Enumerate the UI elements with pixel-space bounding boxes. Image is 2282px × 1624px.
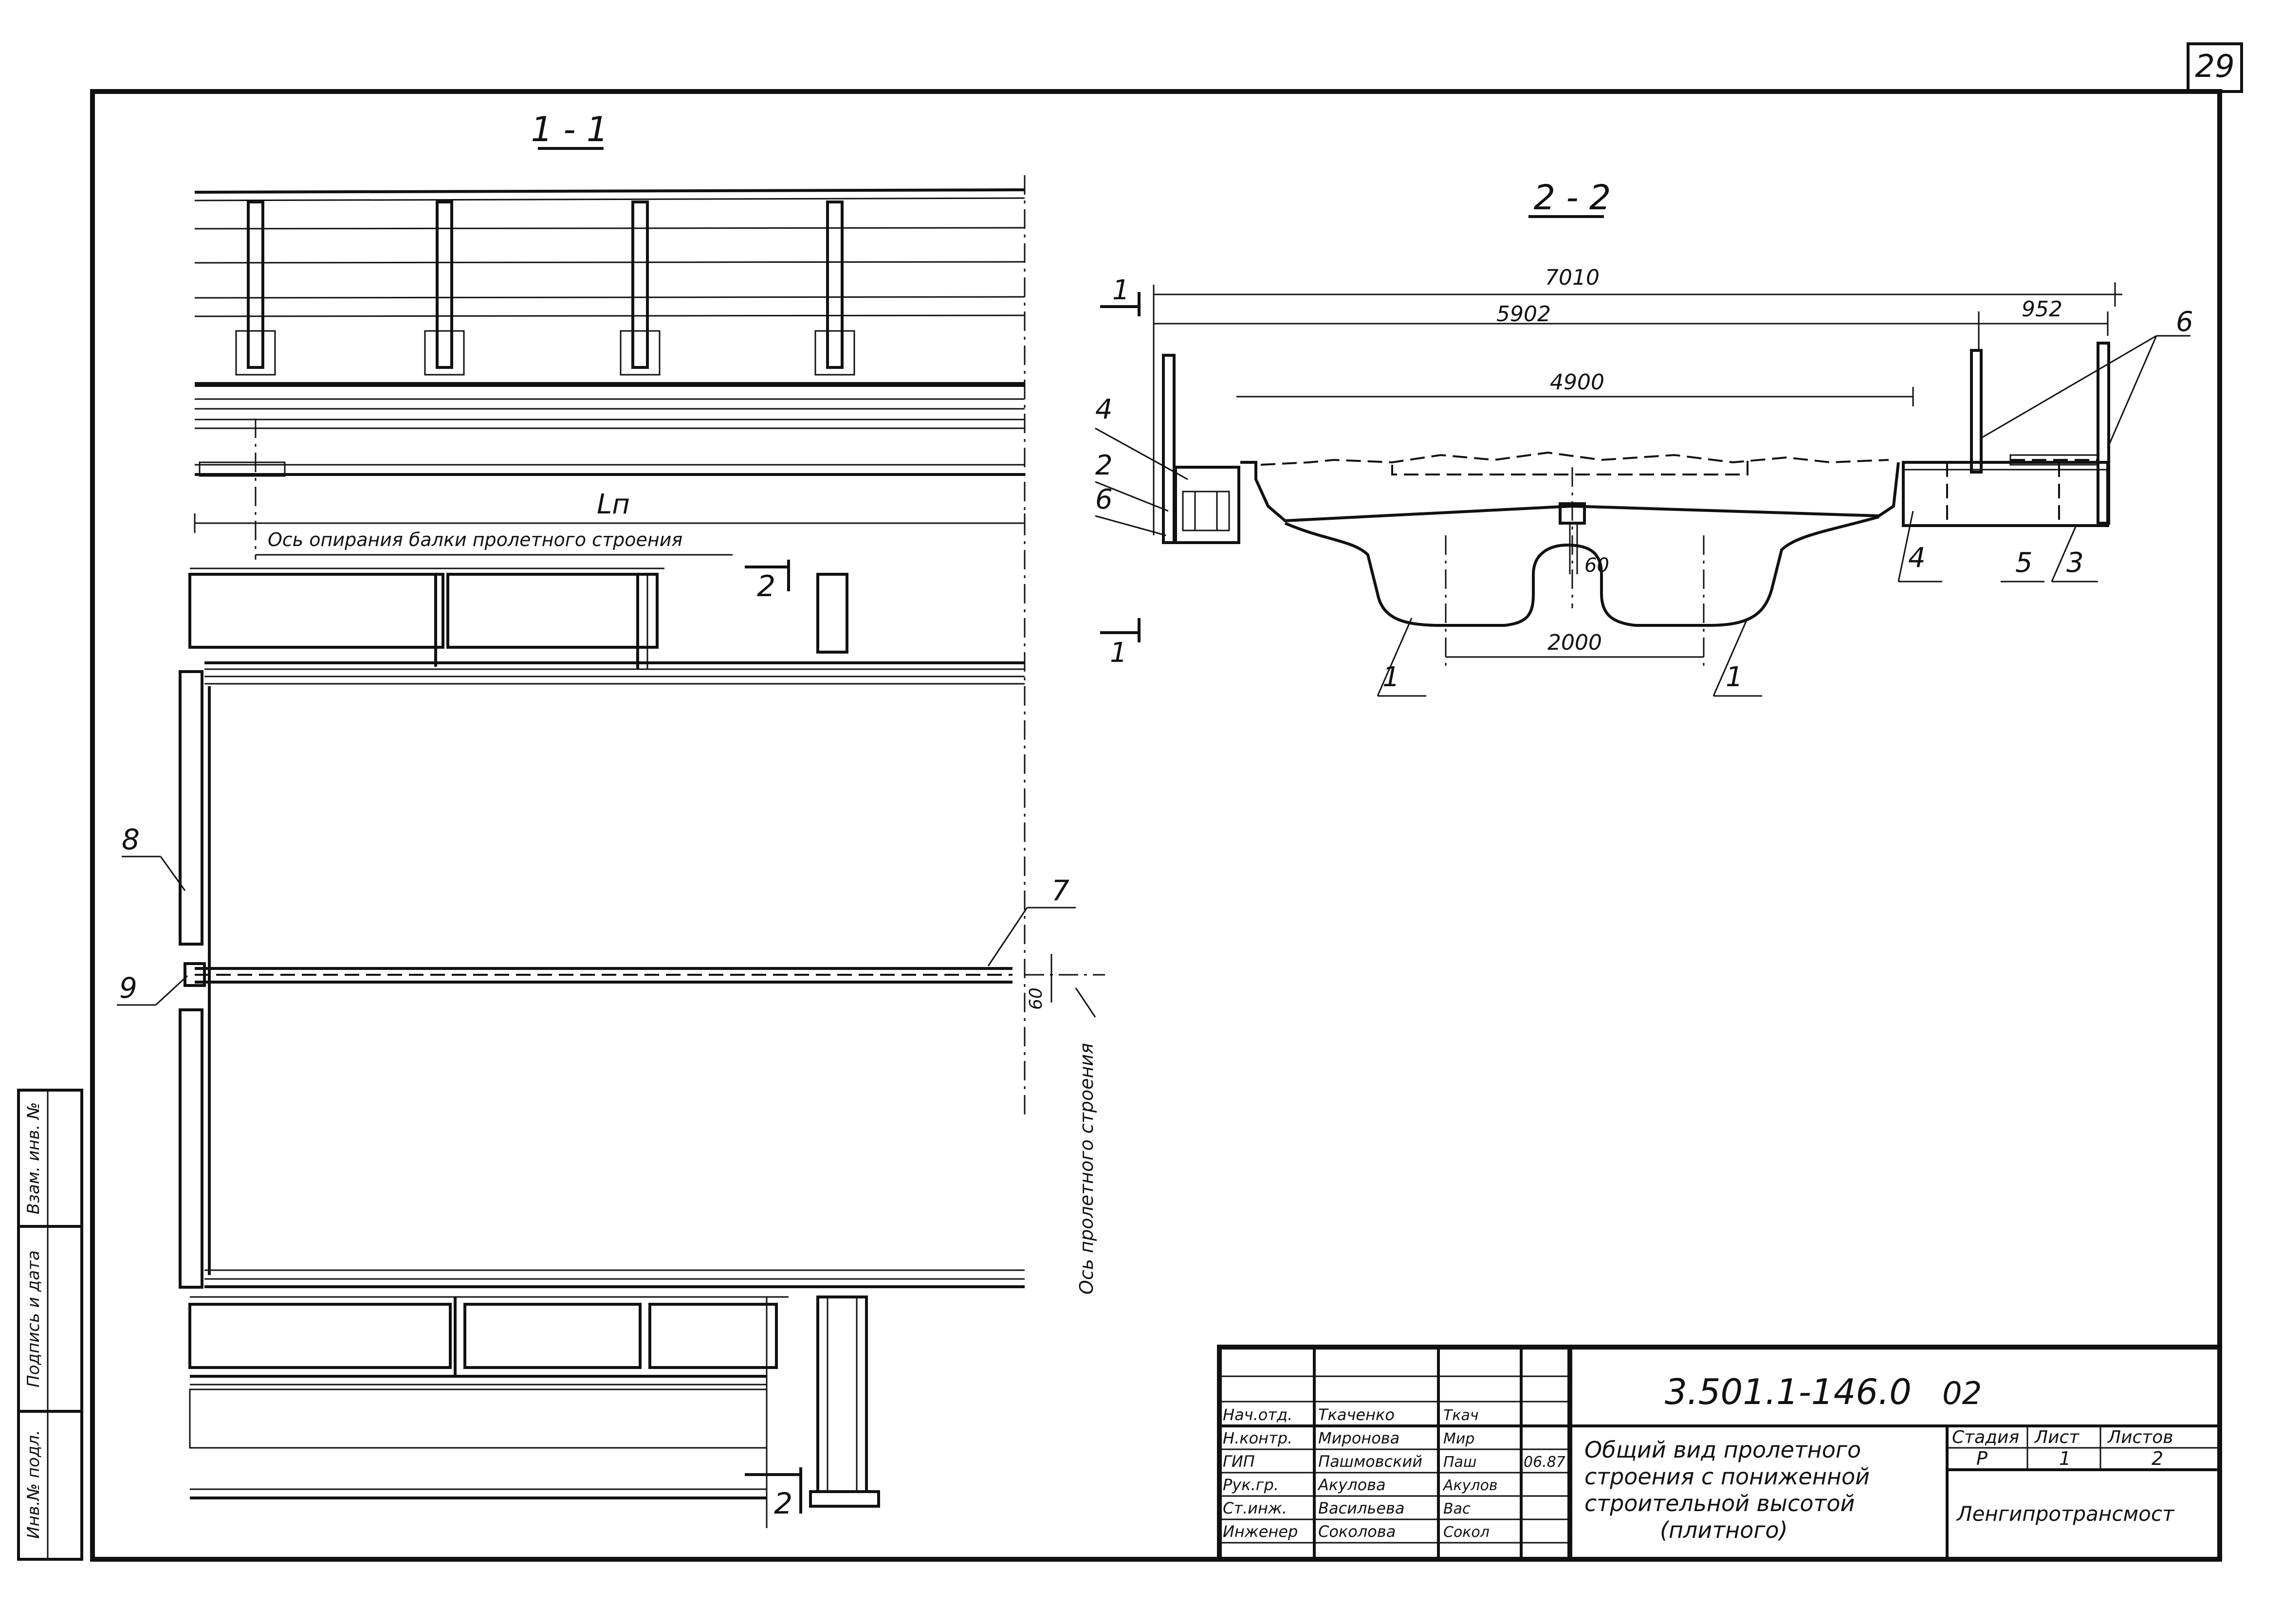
role-name: Соколова (1318, 1522, 1396, 1541)
section-1-1: 1 - 1 (117, 109, 1105, 1528)
title-line-3: строительной высотой (1584, 1490, 1855, 1516)
dim-952: 952 (2022, 297, 2062, 322)
span-axis-note: Ось пролетного строения (1076, 1043, 1097, 1295)
role-signature: Сокол (1443, 1524, 1490, 1541)
callout-7: 7 (1051, 874, 1069, 907)
role-name: Миронова (1318, 1429, 1399, 1447)
dim-2000: 2000 (1547, 630, 1602, 655)
stamp-cell-signature: Подпись и дата (24, 1250, 43, 1387)
cut-marker-1-top: 1 (1112, 274, 1130, 306)
joint-bolt (184, 962, 206, 987)
inner-dimension: 4900 (1236, 370, 1914, 406)
right-railing-post-inner (1970, 349, 1983, 474)
callout-8: 8 (122, 823, 140, 856)
railing-elevation (194, 188, 1025, 477)
role-label: Нач.отд. (1223, 1405, 1292, 1424)
title-block: 3.501.1-146.0 02 Общий вид пролетного ст… (1217, 1345, 2222, 1562)
right-sidewalk (1902, 342, 2110, 527)
callout-3: 3 (2066, 547, 2084, 579)
stamp-cell-replace: Взам. инв. № (24, 1102, 43, 1215)
role-name: Ткаченко (1318, 1405, 1395, 1424)
role-signature: Вас (1443, 1500, 1471, 1517)
stage-value: Р (1976, 1448, 1988, 1469)
plan-deck: 8 9 7 60 Ось пролетного строения (117, 661, 1105, 1295)
section-2-2-title: 2 - 2 (1534, 178, 1611, 218)
callout-2: 2 (1095, 450, 1113, 481)
railing-post (235, 201, 276, 376)
pavement-surface (1260, 451, 1889, 466)
curb-block-lower (179, 1008, 203, 1289)
span-label: Lп (597, 489, 630, 520)
callout-1-right: 1 (1726, 661, 1743, 693)
callout-4-right: 4 (1908, 542, 1926, 574)
callout-5: 5 (2015, 547, 2033, 579)
role-label: Рук.гр. (1223, 1476, 1279, 1494)
title-line-2: строения с пониженной (1584, 1463, 1870, 1490)
railing-post (620, 201, 661, 376)
role-signature: Акулов (1442, 1477, 1498, 1494)
role-name: Васильева (1318, 1499, 1404, 1517)
role-label: Н.контр. (1223, 1429, 1292, 1447)
callout-4-left: 4 (1095, 394, 1113, 425)
railing-post (814, 201, 855, 376)
document-code: 3.501.1-146.0 (1665, 1371, 1912, 1412)
role-label: ГИП (1223, 1452, 1255, 1471)
role-name: Акулова (1317, 1476, 1386, 1494)
sheets-value: 2 (2152, 1448, 2163, 1469)
section-2-2: 2 - 2 1 1 7010 5902 952 4900 (1095, 178, 2193, 697)
joint-gap-dim: 60 (1026, 987, 1046, 1010)
cut-2-post (816, 573, 848, 654)
overall-dimension: 7010 (1153, 265, 2122, 535)
plan-upper-beams: 2 (188, 560, 848, 669)
callout-6-left: 6 (1095, 484, 1113, 515)
cut-marker-2-top: 2 (757, 569, 775, 603)
sheets-header: Листов (2107, 1427, 2173, 1447)
cut-marker-2-bottom: 2 (774, 1487, 792, 1521)
plan-lower-beams: 2 (188, 1296, 880, 1528)
dim-5902: 5902 (1496, 302, 1551, 327)
span-dimension: Lп Ось опирания балки пролетного строени… (194, 175, 1026, 1119)
document-code-suffix: 02 (1942, 1376, 1982, 1412)
curb-block-upper (179, 670, 203, 946)
role-date: 06.87 (1524, 1454, 1565, 1471)
callout-9: 9 (119, 971, 137, 1004)
page-number: 29 (2195, 49, 2234, 85)
railing-post (424, 201, 465, 376)
dim-7010: 7010 (1545, 265, 1600, 290)
section-1-1-title: 1 - 1 (531, 109, 608, 149)
role-name: Пашмовский (1318, 1452, 1422, 1471)
cut-marker-1-bottom: 1 (1110, 637, 1127, 669)
cut-2-post-lower (816, 1296, 868, 1493)
role-signature: Ткач (1443, 1407, 1479, 1424)
role-label: Инженер (1223, 1522, 1298, 1541)
sheet-header: Лист (2034, 1427, 2080, 1447)
stage-header: Стадия (1952, 1427, 2019, 1447)
callout-6-right: 6 (2176, 306, 2193, 338)
roadway-dimension: 5902 952 (1154, 297, 2109, 350)
sheet-value: 1 (2059, 1448, 2071, 1469)
page-number-box (2187, 42, 2243, 93)
title-line-4: (плитного) (1660, 1517, 1788, 1543)
dim-60: 60 (1584, 554, 1609, 577)
title-line-1: Общий вид пролетного (1584, 1437, 1861, 1463)
role-label: Ст.инж. (1223, 1499, 1287, 1517)
stamp-cell-inventory: Инв.№ подл. (24, 1430, 43, 1539)
left-barrier (1162, 354, 1240, 544)
sheet-frame (90, 89, 2222, 1562)
dim-4900: 4900 (1550, 370, 1604, 395)
role-signature: Мир (1443, 1430, 1474, 1447)
deck-cross-section: 60 2000 (1240, 451, 1900, 667)
role-signature: Паш (1443, 1454, 1476, 1471)
beam-soffit (1284, 515, 1879, 627)
right-railing-post-outer (2097, 342, 2110, 525)
side-stamp: Взам. инв. № Подпись и дата Инв.№ подл. (17, 1089, 83, 1561)
organization: Ленгипротрансмост (1956, 1502, 2175, 1526)
support-axis-note: Ось опирания балки пролетного строения (268, 529, 682, 550)
